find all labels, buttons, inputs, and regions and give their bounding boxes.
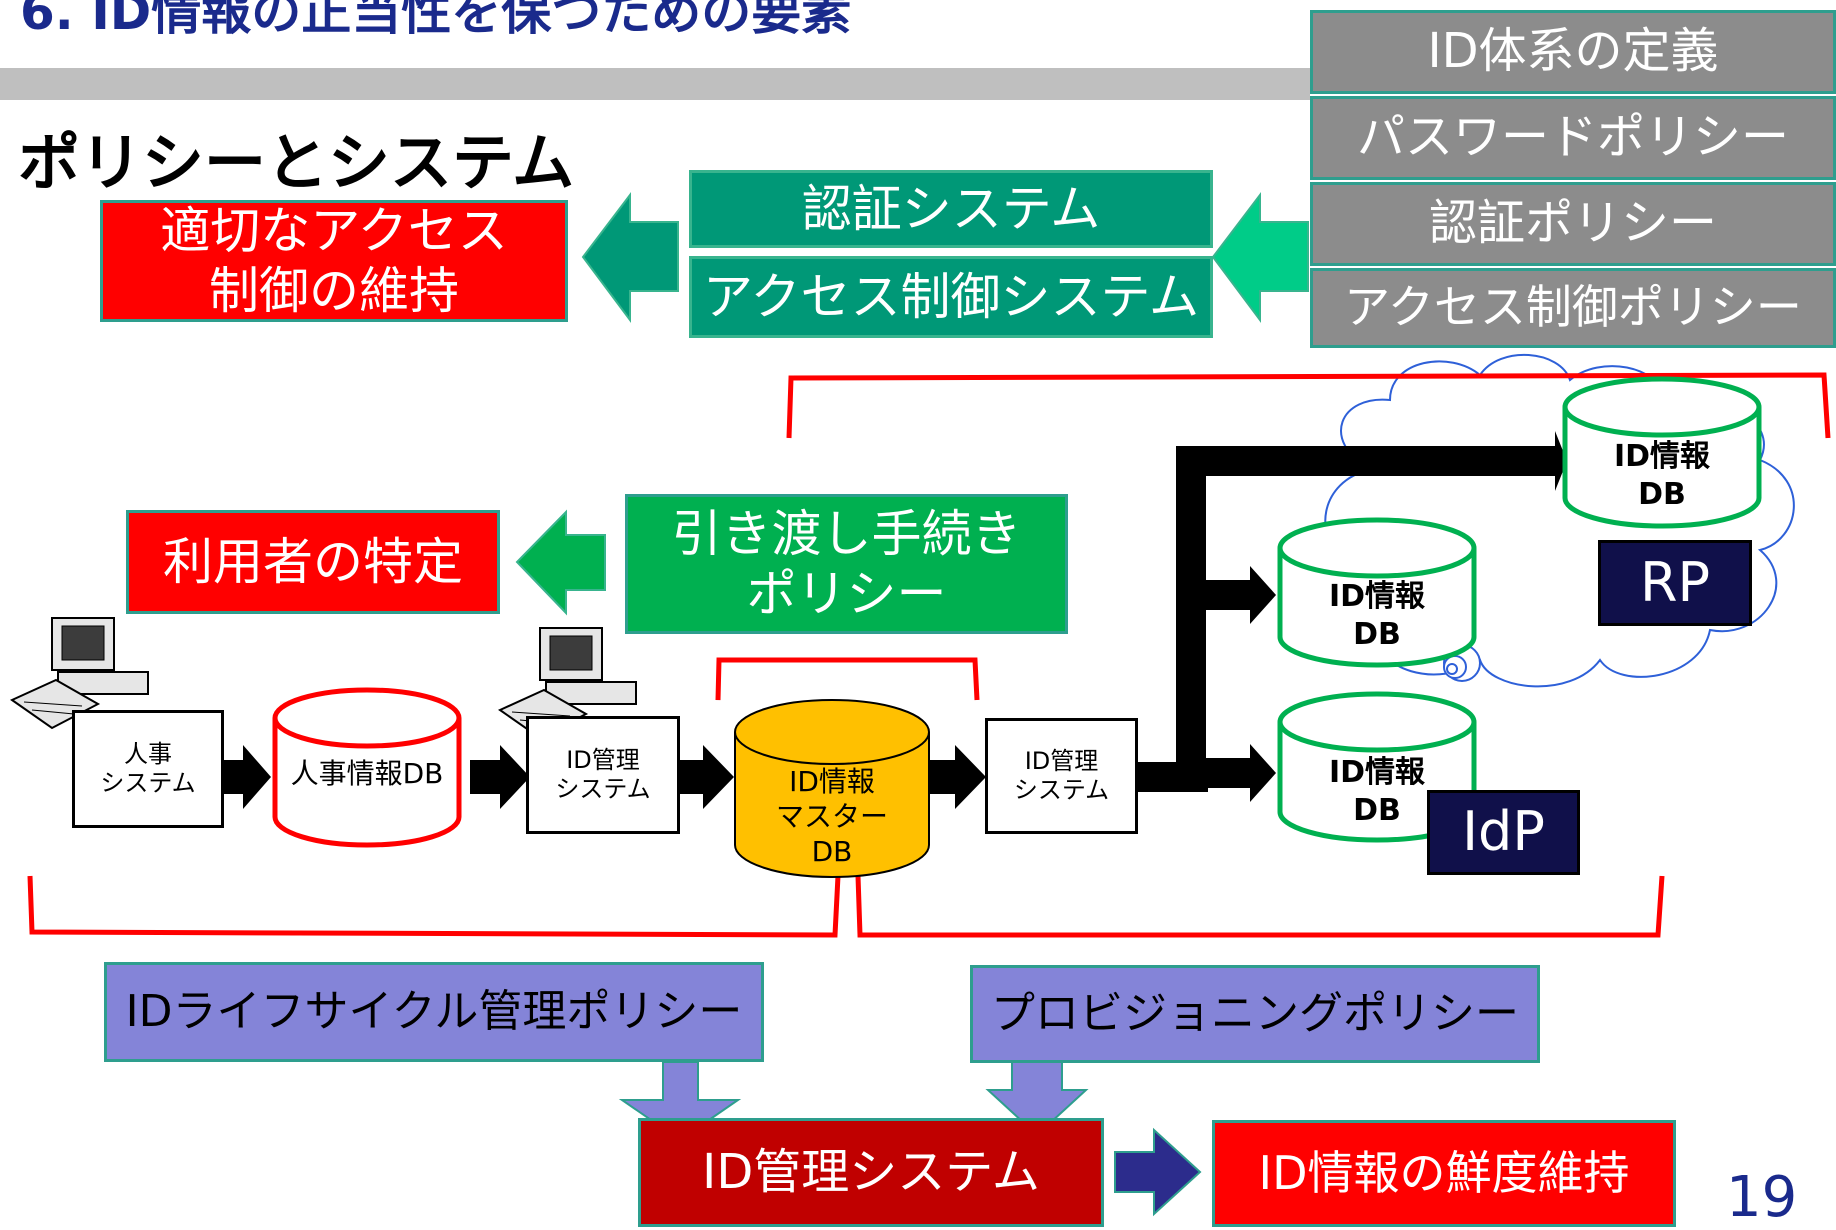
idp-badge: IdP: [1427, 790, 1580, 875]
hr-db-cylinder: [272, 718, 462, 848]
authentication-system: 認証システム: [689, 170, 1213, 248]
goal-id-freshness: ID情報の鮮度維持: [1212, 1120, 1676, 1227]
lifecycle-policy: IDライフサイクル管理ポリシー: [104, 962, 764, 1062]
id-db-upper-label: ID情報 DB: [1613, 439, 1711, 512]
goal-identify-user: 利用者の特定: [126, 510, 500, 614]
policy-password: パスワードポリシー: [1310, 96, 1836, 180]
bracket-bottom-left: [27, 875, 841, 938]
bracket-master: [715, 657, 980, 701]
arrow-system-to-freshness: [1114, 1127, 1202, 1217]
id-management-system-1: ID管理 システム: [526, 716, 680, 834]
provisioning-policy: プロビジョニングポリシー: [970, 965, 1540, 1063]
id-db-middle-label: ID情報 DB: [1328, 579, 1426, 652]
policy-authentication: 認証ポリシー: [1310, 182, 1836, 266]
hr-db-label: 人事情報DB: [290, 757, 444, 790]
page-number: 19: [1726, 1165, 1798, 1230]
id-db-middle-cylinder: [1277, 548, 1477, 668]
policy-id-scheme: ID体系の定義: [1310, 10, 1836, 94]
goal-access-control: 適切なアクセス 制御の維持: [100, 200, 568, 322]
policy-access-control: アクセス制御ポリシー: [1310, 268, 1836, 348]
hr-system: 人事 システム: [72, 710, 224, 828]
flow-arrows: [222, 431, 1567, 809]
rp-badge: RP: [1598, 540, 1752, 626]
handover-policy: 引き渡し手続き ポリシー: [625, 494, 1068, 634]
arrow-policy-to-system: [1211, 192, 1309, 324]
bracket-top-right: [786, 372, 1831, 439]
bracket-bottom-right: [855, 875, 1665, 938]
access-control-system: アクセス制御システム: [689, 256, 1213, 338]
arrow-system-to-access: [581, 192, 679, 324]
arrow-handover-to-identify: [515, 509, 606, 616]
page-title: 6. ID情報の正当性を保つための要素: [20, 0, 852, 41]
db-cylinders: [272, 376, 1762, 878]
master-db-cylinder: [734, 732, 930, 878]
red-brackets: [27, 372, 1831, 938]
computer-icon: [9, 617, 149, 730]
master-db-label: ID情報 マスター DB: [775, 765, 888, 868]
id-management-system-2: ID管理 システム: [985, 718, 1138, 834]
title-divider: [0, 68, 1310, 100]
id-db-upper-cylinder: [1562, 407, 1762, 529]
page-subtitle: ポリシーとシステム: [18, 126, 575, 199]
id-management-system-main: ID管理システム: [638, 1118, 1104, 1227]
id-db-lower-label: ID情報 DB: [1328, 755, 1426, 828]
